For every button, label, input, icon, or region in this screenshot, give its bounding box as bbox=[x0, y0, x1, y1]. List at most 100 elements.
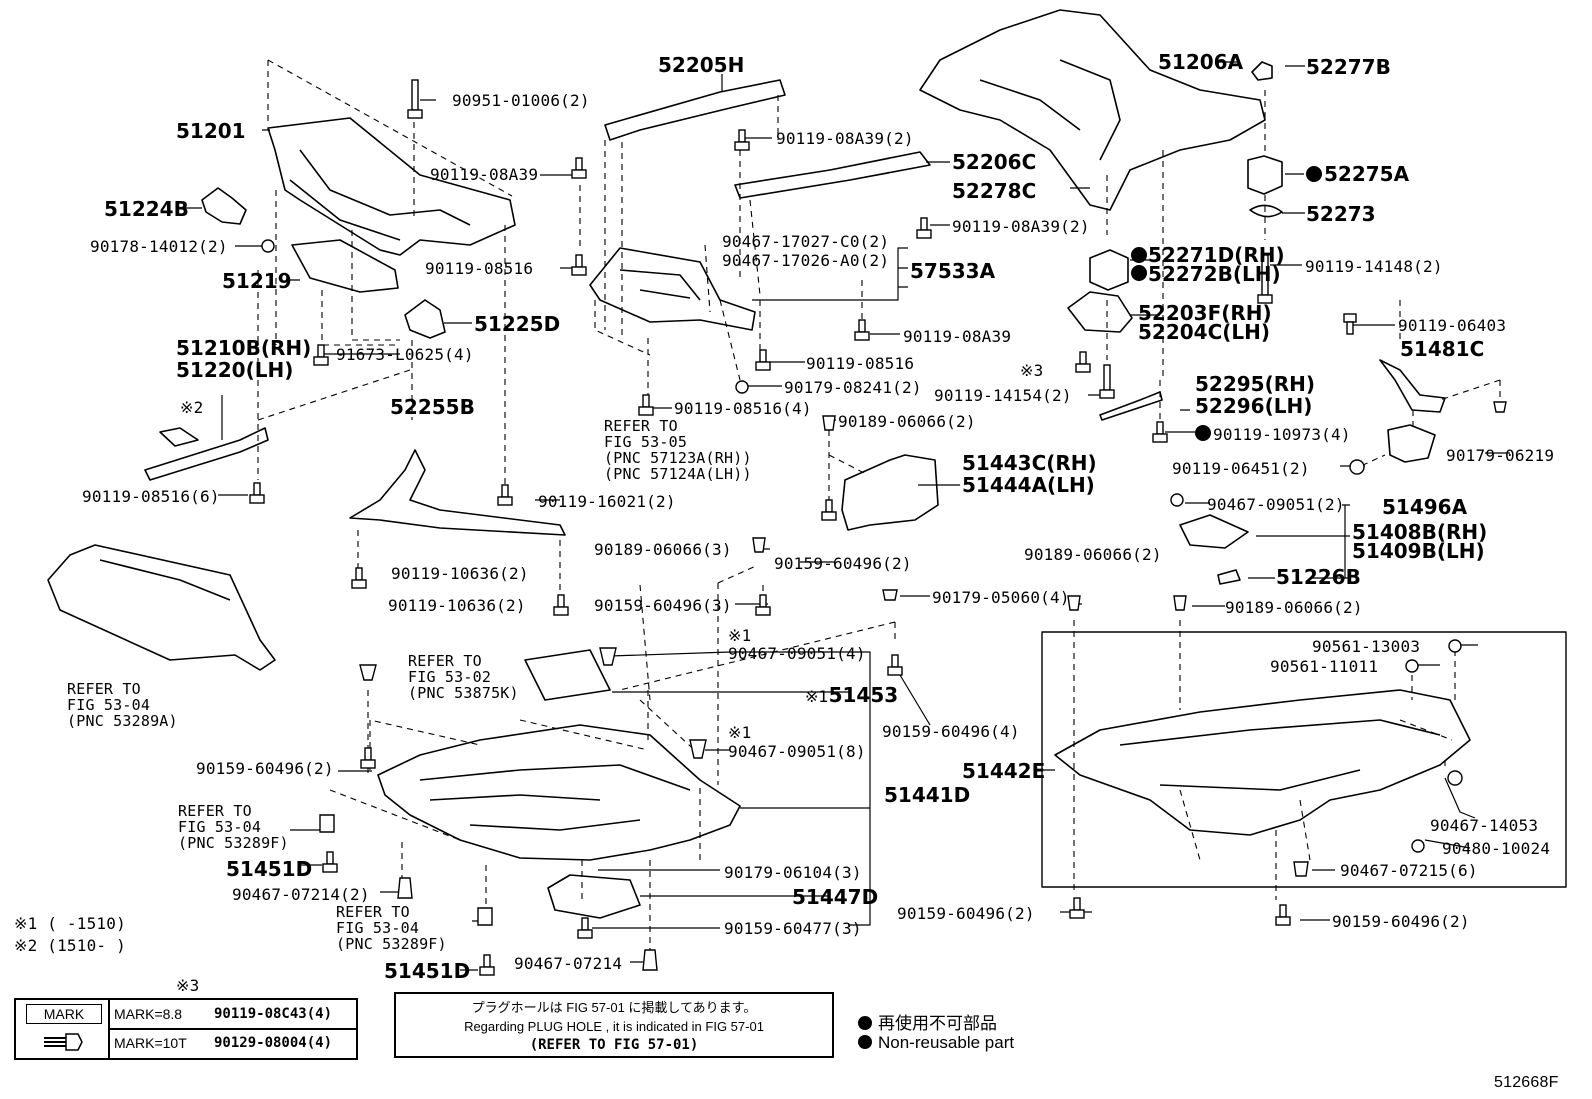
note-line-ref: (REFER TO FIG 57-01) bbox=[529, 1037, 699, 1053]
rear-crossmember-shape bbox=[919, 9, 1266, 211]
bracket-51408b-shape bbox=[1179, 514, 1249, 549]
bolt-icon bbox=[734, 129, 750, 151]
refer-line: (PNC 57124A(LH)) bbox=[604, 465, 752, 483]
brace-52205h-shape bbox=[604, 79, 786, 141]
part-label: 51220(LH) bbox=[176, 358, 294, 382]
footnote: ※1 ( -1510) bbox=[14, 914, 126, 933]
bracket-51481c-shape bbox=[1379, 359, 1446, 413]
part-label: 90467-07215(6) bbox=[1340, 861, 1478, 880]
bolt-icon bbox=[1099, 364, 1115, 399]
clip-icon bbox=[752, 537, 766, 553]
part-label: 90119-08A39(2) bbox=[952, 217, 1090, 236]
bushing-52275a-shape bbox=[1247, 155, 1283, 195]
part-label: 52205H bbox=[658, 53, 745, 77]
part-label: 52273 bbox=[1306, 202, 1376, 226]
non-reusable-dot bbox=[1131, 247, 1147, 263]
mark-part: 90129-08004(4) bbox=[214, 1035, 333, 1051]
brace-52206c-shape bbox=[734, 151, 931, 199]
part-label: 90119-08A39 bbox=[430, 165, 539, 184]
refer-line: REFER TO bbox=[178, 802, 252, 820]
part-label: 51409B(LH) bbox=[1352, 539, 1485, 563]
part-label: 90119-06403 bbox=[1398, 316, 1507, 335]
refer-line: FIG 53-04 bbox=[336, 919, 420, 937]
refer-line: (PNC 53289F) bbox=[336, 935, 447, 953]
clip-icon bbox=[882, 589, 898, 601]
part-label: 51219 bbox=[222, 269, 292, 293]
clip-icon bbox=[319, 814, 335, 833]
clip-icon bbox=[599, 647, 617, 666]
refer-line: (PNC 57123A(RH)) bbox=[604, 449, 752, 467]
part-label: 90189-06066(3) bbox=[594, 540, 732, 559]
part-label: 90159-60477(3) bbox=[724, 919, 862, 938]
undercover-51441d-shape bbox=[377, 724, 741, 861]
undercover-53289a-shape bbox=[47, 544, 276, 671]
clip-icon bbox=[397, 877, 413, 899]
clip-icon bbox=[1493, 401, 1507, 413]
part-label: 90189-06066(2) bbox=[1024, 545, 1162, 564]
part-label: 90119-08516(6) bbox=[82, 487, 220, 506]
clip-icon bbox=[1405, 659, 1419, 673]
bolt-icon bbox=[44, 1033, 83, 1051]
part-label: 90951-01006(2) bbox=[452, 91, 590, 110]
plate-51453-shape bbox=[524, 649, 611, 701]
mark-value: MARK=10T bbox=[114, 1035, 187, 1051]
clip-icon bbox=[477, 907, 493, 926]
part-label: 90179-08241(2) bbox=[784, 378, 922, 397]
mark-part: 90119-08C43(4) bbox=[214, 1006, 333, 1022]
refer-block: REFER TO FIG 53-02 (PNC 53875K) bbox=[408, 653, 519, 701]
part-label: 51226B bbox=[1276, 565, 1361, 589]
cover-51443c-shape bbox=[841, 454, 939, 531]
refer-line: FIG 53-05 bbox=[604, 433, 688, 451]
clip-icon bbox=[689, 739, 707, 759]
bracket-51224b-shape bbox=[201, 187, 247, 225]
bolt-icon bbox=[479, 954, 495, 976]
part-label: 90467-07214 bbox=[514, 954, 623, 973]
part-label: 90119-08516(4) bbox=[674, 399, 812, 418]
bolt-icon bbox=[313, 344, 329, 366]
part-label: 90480-10024 bbox=[1442, 839, 1551, 858]
bolt-icon bbox=[1069, 897, 1085, 919]
part-label: 90119-14154(2) bbox=[934, 386, 1072, 405]
part-label: 90467-17027-C0(2) bbox=[722, 232, 890, 251]
cover-51496a-shape bbox=[1387, 424, 1436, 463]
bolt-icon bbox=[497, 484, 513, 506]
bolt-icon bbox=[1343, 313, 1357, 335]
front-crossmember-shape bbox=[267, 117, 516, 256]
clip-icon bbox=[1170, 493, 1184, 507]
note-line-en: Regarding PLUG HOLE , it is indicated in… bbox=[464, 1019, 764, 1034]
part-label: 90467-09051(2) bbox=[1207, 495, 1345, 514]
part-label: 90179-06219 bbox=[1446, 446, 1555, 465]
refer-line: (PNC 53289A) bbox=[67, 712, 178, 730]
part-label: 90467-07214(2) bbox=[232, 885, 370, 904]
part-label: 52275A bbox=[1324, 162, 1410, 186]
brace-52255b-shape bbox=[349, 449, 566, 536]
bolt-icon bbox=[854, 319, 870, 341]
part-label: 90467-14053 bbox=[1430, 816, 1539, 835]
part-label: 90119-08516 bbox=[806, 354, 915, 373]
refer-line: FIG 53-04 bbox=[178, 818, 262, 836]
part-label: 90119-14148(2) bbox=[1305, 257, 1443, 276]
legend-text: Non-reusable part bbox=[878, 1033, 1015, 1052]
bolt-icon bbox=[1075, 351, 1091, 373]
symbol-label: ※3 bbox=[1020, 361, 1044, 380]
part-label: 51224B bbox=[104, 197, 189, 221]
non-reusable-dot-icon bbox=[858, 1016, 872, 1030]
bushing-52271d-shape bbox=[1089, 249, 1129, 291]
clip-icon bbox=[642, 949, 658, 971]
bolt-icon bbox=[755, 594, 771, 616]
part-label: 51443C(RH) bbox=[962, 451, 1097, 475]
spacer-51226b-shape bbox=[1217, 569, 1241, 585]
non-reusable-dot-icon bbox=[858, 1035, 872, 1049]
bolt-icon bbox=[360, 747, 376, 769]
part-label: 91673-L0625(4) bbox=[336, 345, 474, 364]
bolt-icon bbox=[249, 482, 265, 504]
brace-51210b-shape bbox=[144, 427, 269, 481]
nut-icon bbox=[735, 380, 749, 394]
bolt-icon bbox=[571, 157, 587, 179]
mark-value: MARK=8.8 bbox=[114, 1006, 183, 1022]
part-label: 90159-60496(2) bbox=[774, 554, 912, 573]
refer-line: FIG 53-02 bbox=[408, 668, 492, 686]
part-label: 52203F(RH) bbox=[1138, 301, 1272, 325]
part-label: 90119-16021(2) bbox=[538, 492, 676, 511]
part-label: 90189-06066(2) bbox=[838, 412, 976, 431]
